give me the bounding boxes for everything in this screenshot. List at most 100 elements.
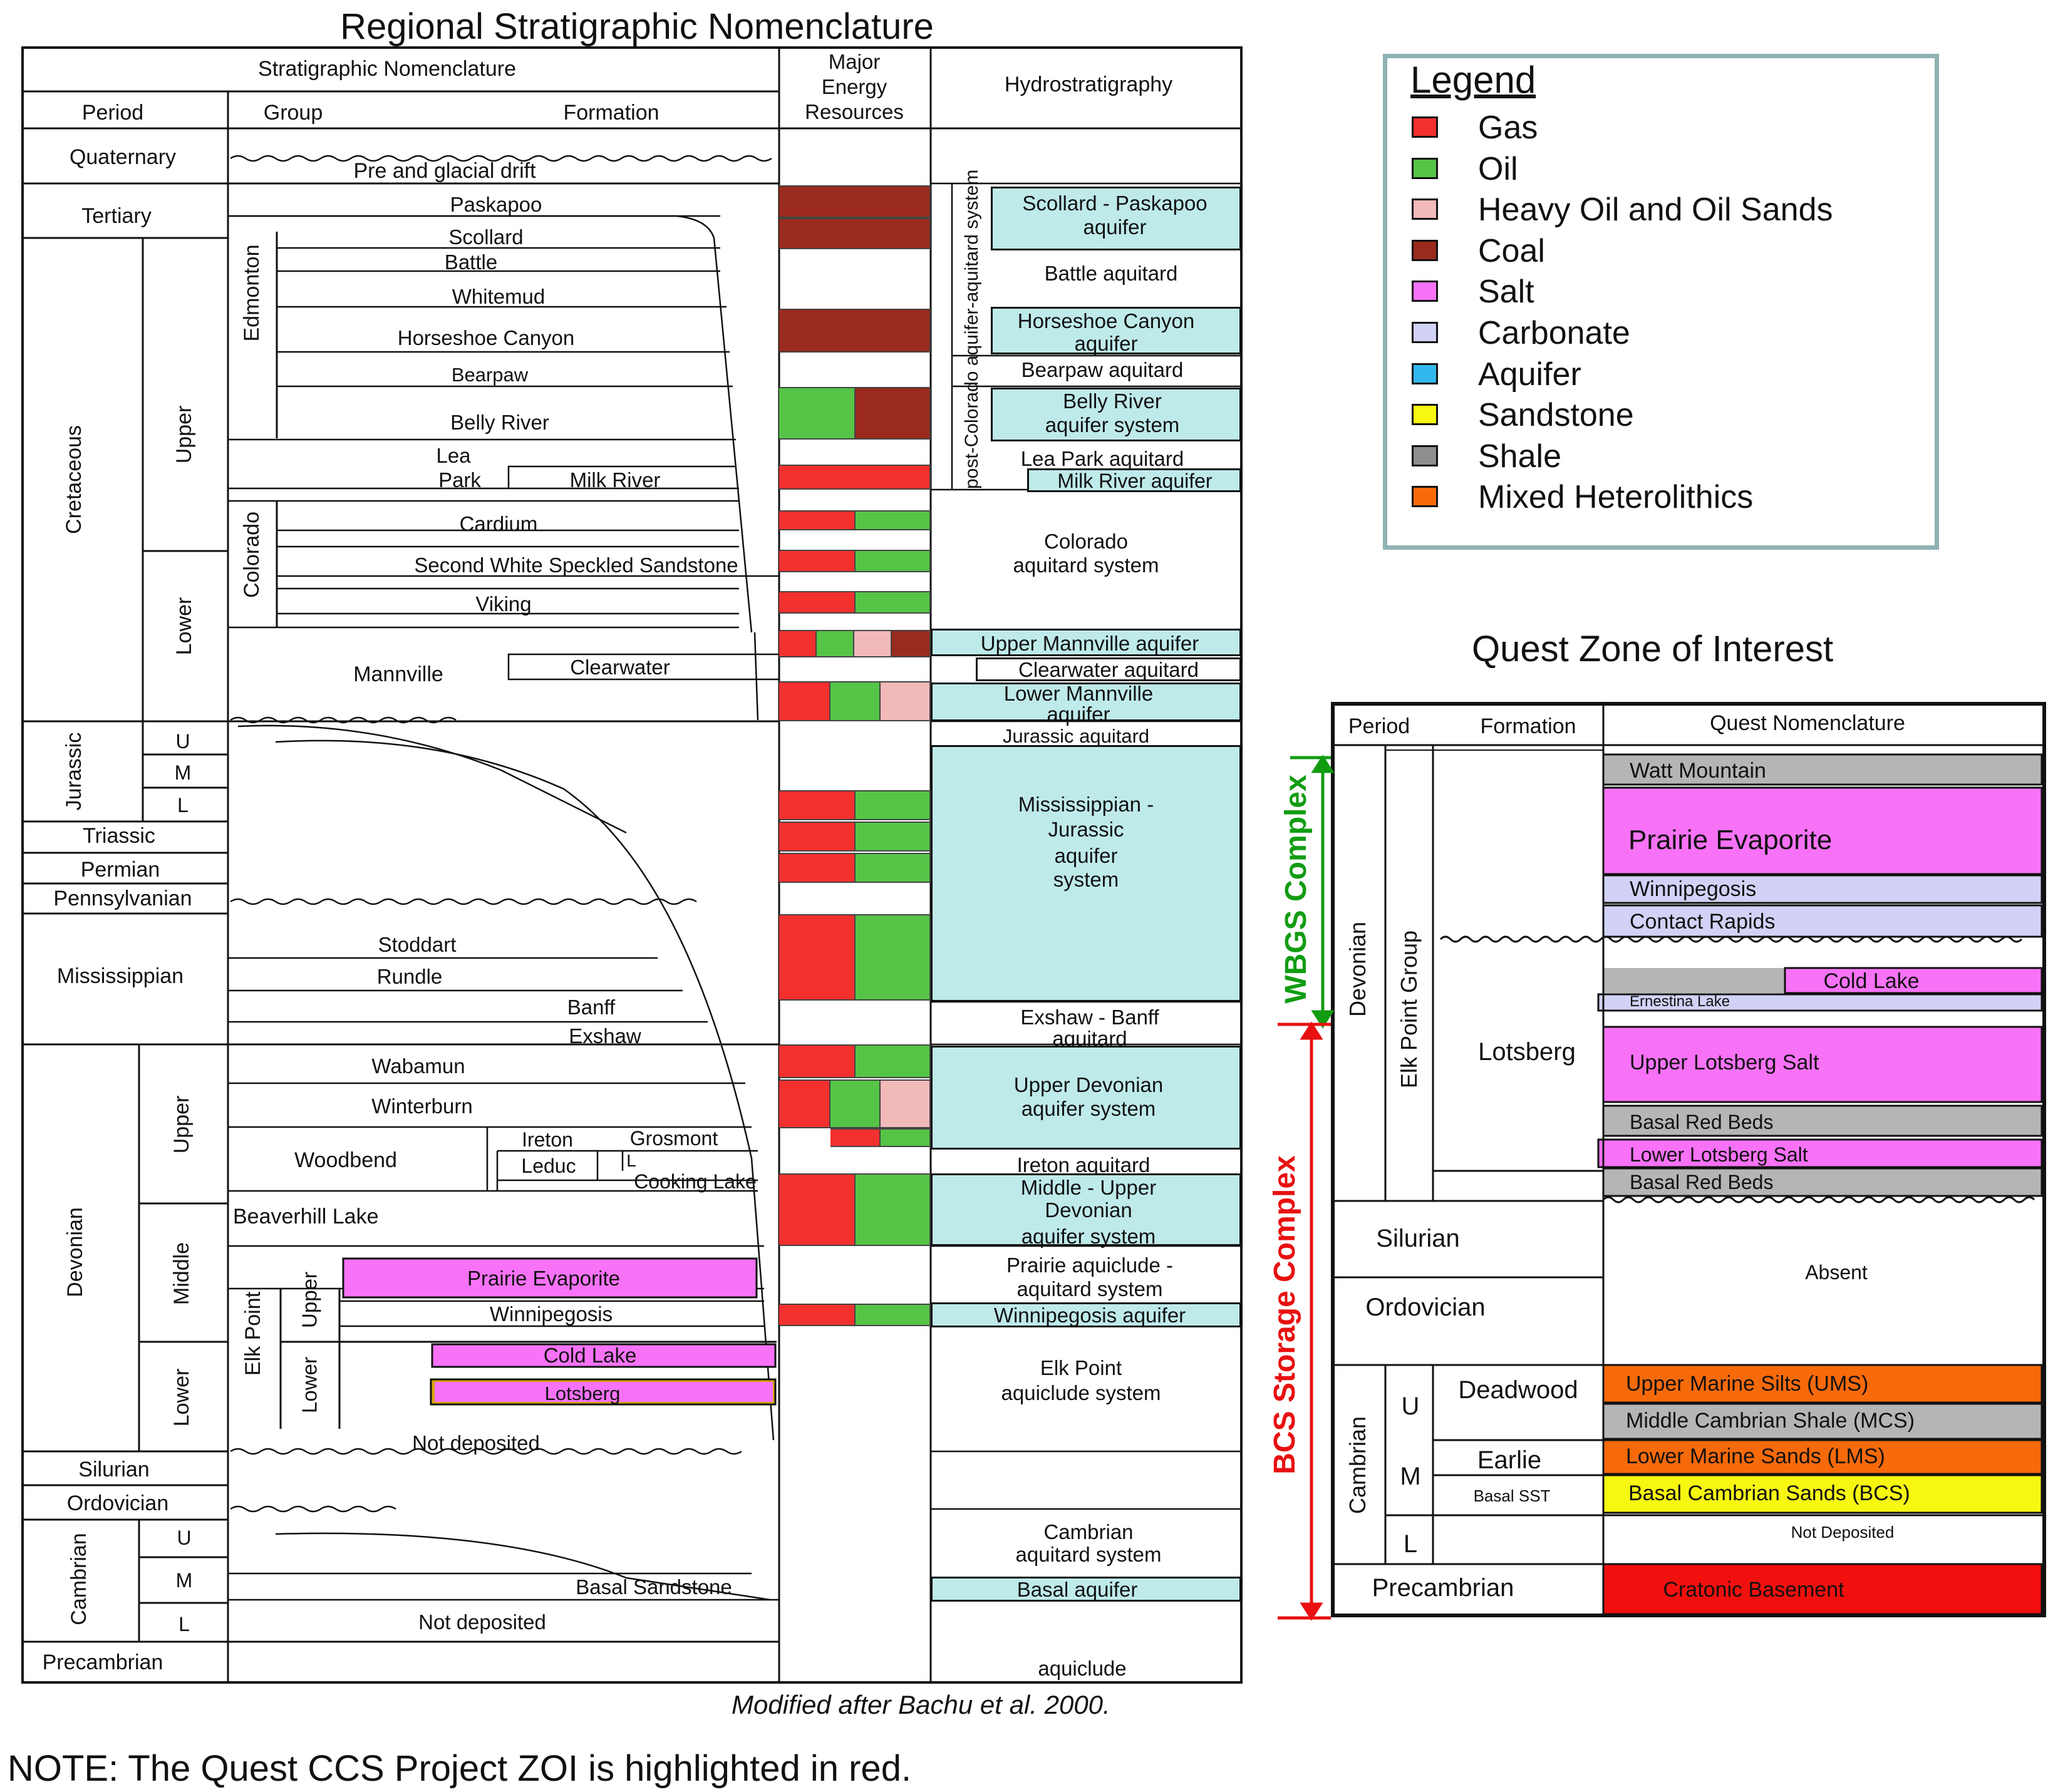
- formation-lotsberg: Lotsberg: [544, 1383, 621, 1404]
- hydro-exshaw-banff-2: aquitard: [1052, 1027, 1127, 1050]
- regional-title: Regional Stratigraphic Nomenclature: [340, 6, 934, 47]
- hydro-basal-aquifer: Basal aquifer: [1016, 1578, 1138, 1601]
- formation-battle: Battle: [444, 250, 498, 274]
- epoch-jur-l: L: [177, 794, 189, 816]
- formation-second-white: Second White Speckled Sandstone: [414, 554, 738, 577]
- hydro-lower-mannville-1: Lower Mannville: [1003, 682, 1154, 705]
- quest-period-devonian: Devonian: [1345, 921, 1370, 1017]
- quest-unit-mcs: Middle Cambrian Shale (MCS): [1626, 1409, 1915, 1433]
- quest-unit-bcs: Basal Cambrian Sands (BCS): [1628, 1481, 1910, 1505]
- formation-cardium: Cardium: [459, 512, 538, 535]
- formation-leduc: Leduc: [521, 1155, 576, 1177]
- period-triassic: Triassic: [83, 824, 155, 848]
- energy-resource-block: [830, 681, 881, 721]
- formation-not-deposited-1: Not deposited: [412, 1431, 540, 1455]
- formation-lea: Lea: [436, 444, 471, 467]
- quest-epoch-m: M: [1400, 1463, 1421, 1490]
- legend-label: Aquifer: [1478, 356, 1581, 393]
- energy-resource-block: [779, 681, 830, 721]
- hydro-upper-devonian-box: [931, 1046, 1241, 1150]
- hydro-middle-upper-2: Devonian: [1045, 1198, 1132, 1222]
- formation-park: Park: [438, 468, 481, 492]
- legend-title: Legend: [1410, 59, 1536, 101]
- hydro-horseshoe-2: aquifer: [1074, 332, 1138, 355]
- energy-resource-block: [856, 1044, 931, 1078]
- hydro-miss-jur-2: Jurassic: [1048, 818, 1124, 841]
- formation-rundle: Rundle: [376, 965, 443, 988]
- quest-unit-winnipegosis: Winnipegosis: [1630, 877, 1757, 901]
- hydro-middle-upper-3: aquifer system: [1021, 1225, 1156, 1248]
- quest-unit-cratonic-basement: Cratonic Basement: [1663, 1578, 1844, 1602]
- quest-unit-not-deposited: Not Deposited: [1791, 1523, 1895, 1542]
- energy-resource-block: [779, 1079, 830, 1128]
- legend-swatch: [1412, 322, 1438, 343]
- legend-label: Gas: [1478, 110, 1538, 146]
- quest-unit-absent: Absent: [1805, 1261, 1868, 1284]
- hydro-milk-river-box: [1027, 468, 1241, 492]
- quest-header-formation: Formation: [1480, 714, 1576, 738]
- epoch-camb-u: U: [177, 1527, 192, 1549]
- formation-wabamun: Wabamun: [371, 1054, 465, 1078]
- energy-resource-block: [779, 1173, 856, 1246]
- formation-cold-lake: Cold Lake: [543, 1344, 637, 1367]
- hydro-aquiclude: aquiclude: [1038, 1657, 1127, 1680]
- legend-swatch: [1412, 404, 1438, 426]
- hydro-ireton-aquitard: Ireton aquitard: [1016, 1153, 1151, 1177]
- quest-unit-prairie-evaporite: Prairie Evaporite: [1628, 825, 1833, 855]
- hydro-jurassic-aquitard: Jurassic aquitard: [1002, 725, 1150, 747]
- header-energy: Energy: [821, 75, 887, 98]
- hydro-battle-aquitard: Battle aquitard: [1044, 262, 1178, 285]
- epoch-jur-u: U: [175, 730, 190, 753]
- hydro-winnipegosis-aquifer: Winnipegosis aquifer: [993, 1304, 1186, 1327]
- period-precambrian: Precambrian: [42, 1650, 163, 1674]
- period-mississippian: Mississippian: [56, 964, 184, 988]
- hydro-middle-upper-1: Middle - Upper: [1020, 1176, 1157, 1199]
- formation-horseshoe: Horseshoe Canyon: [397, 326, 575, 349]
- legend-label: Heavy Oil and Oil Sands: [1478, 192, 1833, 229]
- hydro-lower-mannville-box: [931, 682, 1241, 721]
- hydro-elk-point-1: Elk Point: [1040, 1356, 1122, 1379]
- energy-resource-block: [779, 914, 856, 1001]
- quest-formation-basal-sst: Basal SST: [1473, 1486, 1551, 1505]
- legend-label: Mixed Heterolithics: [1478, 479, 1754, 516]
- energy-resource-block: [779, 630, 817, 657]
- formation-winterburn: Winterburn: [371, 1094, 473, 1118]
- legend-swatch: [1412, 445, 1438, 466]
- formation-l: L: [626, 1151, 636, 1170]
- quest-unit-ernestina-lake: Ernestina Lake: [1630, 993, 1730, 1010]
- hydro-middle-upper-box: [931, 1173, 1241, 1246]
- energy-resource-block: [856, 387, 931, 440]
- hydro-scollard-paskapoo-box: [991, 187, 1241, 250]
- hydro-horseshoe-box: [991, 307, 1241, 354]
- hydro-milk-river-aquifer: Milk River aquifer: [1057, 470, 1213, 492]
- energy-resource-block: [830, 1128, 881, 1147]
- quest-period-precambrian: Precambrian: [1372, 1574, 1514, 1602]
- period-ordovician: Ordovician: [66, 1491, 169, 1515]
- energy-resource-block: [881, 681, 931, 721]
- header-hydrostratigraphy: Hydrostratigraphy: [1004, 73, 1173, 96]
- formation-grosmont: Grosmont: [629, 1127, 718, 1150]
- energy-resource-block: [856, 591, 931, 614]
- hydro-clearwater-box: [976, 657, 1241, 681]
- group-mannville: Mannville: [353, 662, 443, 686]
- epoch-camb-l: L: [178, 1613, 190, 1635]
- quest-formation-deadwood: Deadwood: [1458, 1376, 1578, 1404]
- header-resources: Resources: [805, 100, 904, 123]
- quest-unit-basal-red-beds-2: Basal Red Beds: [1630, 1171, 1774, 1193]
- formation-stoddart: Stoddart: [378, 933, 457, 956]
- hydro-lea-park-aquitard: Lea Park aquitard: [1020, 447, 1184, 470]
- formation-cooking-lake: Cooking Lake: [634, 1170, 757, 1193]
- quest-unit-lms: Lower Marine Sands (LMS): [1626, 1444, 1885, 1468]
- formation-milk-river: Milk River: [569, 468, 661, 492]
- hydro-colorado-2: aquitard system: [1013, 554, 1159, 577]
- quest-title: Quest Zone of Interest: [1472, 629, 1834, 669]
- energy-resource-block: [779, 1044, 856, 1078]
- quest-complex-bcs: BCS Storage Complex: [1268, 1155, 1301, 1475]
- formation-not-deposited-2: Not deposited: [418, 1610, 546, 1634]
- hydro-upper-devonian-1: Upper Devonian: [1013, 1073, 1164, 1096]
- quest-formation-lotsberg: Lotsberg: [1478, 1038, 1576, 1066]
- header-formation: Formation: [563, 101, 659, 125]
- hydro-lower-mannville-2: aquifer: [1047, 703, 1110, 726]
